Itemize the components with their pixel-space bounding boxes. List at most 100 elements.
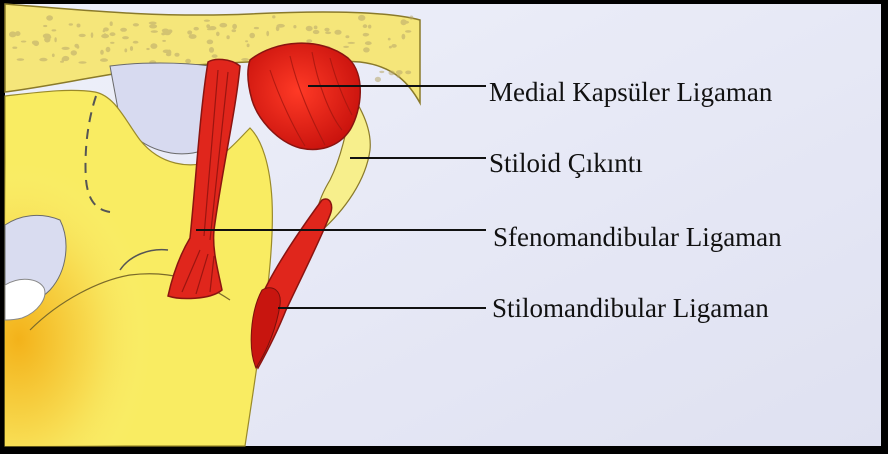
bone-pore [162, 40, 166, 42]
bone-pore [358, 15, 365, 21]
bone-pore [388, 38, 391, 41]
bone-pore [347, 42, 355, 44]
bone-pore [150, 43, 157, 49]
bone-pore [226, 35, 229, 39]
bone-pore [345, 35, 349, 38]
label-medial-capsular-ligament: Medial Kapsüler Ligaman [489, 77, 773, 107]
bone-pore [151, 30, 158, 33]
bone-pore [325, 32, 331, 35]
bone-pore [391, 44, 396, 48]
bone-pore [100, 50, 104, 55]
bone-pore [54, 37, 56, 42]
bone-pore [43, 25, 47, 27]
bone-pore [324, 28, 329, 32]
bone-pore [209, 47, 214, 53]
bone-pore [219, 23, 227, 28]
bone-pore [120, 28, 127, 32]
bone-pore [174, 53, 179, 57]
bone-pore [52, 29, 57, 31]
bone-pore [163, 50, 171, 54]
bone-pore [249, 33, 255, 39]
bone-pore [79, 34, 86, 37]
bone-pore [189, 34, 197, 39]
bone-pore [216, 32, 220, 37]
bone-pore [69, 23, 73, 25]
bone-pore [21, 41, 27, 43]
bone-pore [187, 30, 192, 34]
bone-pore [405, 30, 411, 33]
bone-pore [402, 34, 406, 40]
bone-pore [62, 47, 70, 50]
bone-pore [410, 16, 414, 20]
bone-pore [368, 25, 371, 29]
bone-pore [146, 48, 149, 50]
bone-pore [62, 56, 69, 61]
bone-pore [133, 41, 139, 44]
bone-pore [379, 71, 384, 73]
bone-pore [209, 26, 217, 30]
bone-pore [306, 39, 312, 43]
bone-pore [293, 25, 296, 28]
bone-pore [313, 30, 320, 34]
bone-pore [17, 58, 24, 61]
bone-pore [44, 37, 50, 43]
bone-pore [32, 41, 38, 45]
bone-pore [194, 27, 199, 31]
bone-pore [241, 58, 249, 61]
bone-pore [9, 31, 16, 37]
bone-pore [276, 26, 280, 31]
bone-pore [74, 44, 78, 48]
bone-pore [106, 47, 111, 52]
bone-pore [375, 77, 381, 82]
bone-pore [272, 15, 275, 18]
bone-pore [110, 42, 114, 44]
bone-pore [110, 21, 113, 26]
bone-pore [149, 24, 157, 28]
bone-pore [314, 26, 318, 30]
bone-pore [306, 26, 313, 31]
bone-pore [204, 20, 210, 22]
bone-pore [396, 70, 403, 75]
bone-pore [363, 47, 370, 52]
bone-pore [343, 46, 349, 48]
bone-pore [397, 75, 401, 78]
bone-pore [247, 44, 250, 48]
bone-pore [232, 29, 237, 32]
label-styloid-process: Stiloid Çıkıntı [489, 148, 643, 178]
bone-pore [110, 32, 116, 36]
bone-pore [77, 24, 81, 28]
bone-pore [103, 30, 106, 32]
bone-pore [133, 23, 139, 26]
bone-pore [124, 48, 127, 52]
bone-pore [212, 54, 218, 58]
label-sphenomandibular-ligament: Sfenomandibular Ligaman [493, 222, 782, 252]
label-stylomandibular-ligament: Stilomandibular Ligaman [492, 293, 769, 323]
bone-pore [389, 46, 392, 49]
bone-pore [78, 61, 86, 63]
bone-pore [334, 30, 341, 35]
bone-pore [363, 24, 368, 28]
bone-pore [12, 47, 17, 49]
bone-pore [161, 32, 165, 35]
bone-pore [100, 58, 108, 62]
bone-pore [122, 36, 129, 39]
bone-pore [91, 32, 94, 38]
bone-pore [207, 40, 214, 45]
bone-pore [46, 15, 53, 20]
bone-pore [389, 71, 395, 76]
bone-pore [71, 50, 77, 55]
bone-pore [365, 41, 372, 45]
bone-pore [254, 27, 259, 29]
bone-pore [130, 46, 133, 51]
bone-pore [402, 21, 409, 24]
bone-pore [245, 40, 248, 42]
bone-pore [232, 24, 237, 29]
bone-pore [149, 22, 157, 25]
bone-pore [266, 31, 269, 37]
bone-pore [365, 33, 369, 35]
bone-pore [101, 34, 109, 38]
bone-pore [52, 54, 55, 58]
bone-pore [405, 71, 411, 75]
bone-pore [185, 59, 191, 64]
